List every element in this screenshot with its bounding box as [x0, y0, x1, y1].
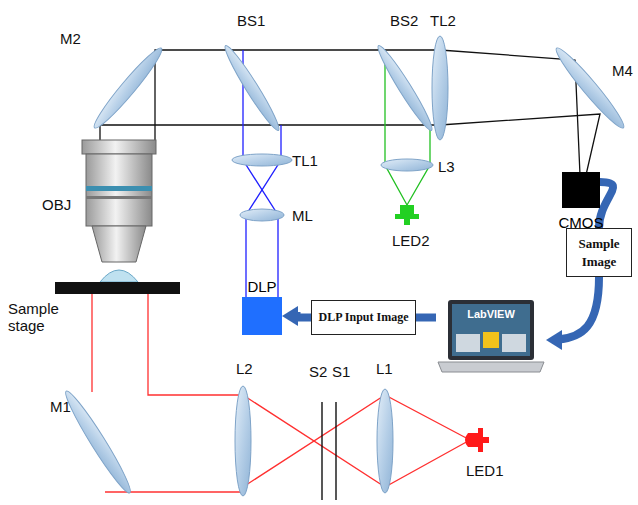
part-label: L2 [236, 360, 253, 377]
part-label: TL2 [430, 12, 456, 29]
laptop-base [438, 362, 544, 372]
camera-body [562, 172, 600, 208]
part-label: M4 [612, 62, 633, 79]
part-label: L1 [376, 360, 393, 377]
laptop-screen [452, 304, 530, 356]
part-label: OBJ [42, 196, 71, 213]
arrow-head [546, 330, 562, 350]
part-label: ML [292, 207, 313, 224]
led-symbol [465, 428, 489, 452]
laptop-lid [448, 300, 534, 360]
slit [322, 402, 336, 500]
part-label: M1 [50, 398, 71, 415]
lens [377, 389, 393, 493]
objective [82, 140, 156, 282]
mirror [551, 44, 629, 133]
part-label: LED1 [466, 462, 504, 479]
imaging-beam [100, 50, 600, 175]
part-label: Sample stage [8, 300, 80, 335]
node-text: DLP [236, 278, 288, 295]
arrow-head [282, 306, 298, 326]
mirror [60, 387, 135, 496]
lens [432, 36, 448, 140]
beam-splitter [220, 42, 283, 133]
lens [235, 386, 251, 496]
node-text: DLP Input Image [317, 310, 410, 325]
labview-icon [483, 332, 499, 348]
flow-arrow [546, 277, 599, 340]
dlp-chip [242, 297, 282, 335]
part-label: TL1 [292, 152, 318, 169]
screen-window [502, 334, 526, 352]
flow-arrow [416, 314, 436, 322]
laptop: LabVIEW [436, 298, 546, 378]
part-label: L3 [438, 158, 455, 175]
cmos-camera: CMOS [548, 172, 614, 231]
node-text: LabVIEW [452, 308, 530, 320]
part-label: M2 [60, 30, 81, 47]
image-box: Sample Image [566, 228, 632, 277]
part-label: BS1 [237, 12, 265, 29]
part-label: S2 [309, 363, 327, 380]
node-text: Sample Image [570, 235, 628, 270]
lens [232, 154, 292, 166]
image-box: DLP Input Image [311, 300, 416, 335]
dlp-device: DLP [236, 278, 288, 335]
beam-splitter [373, 42, 436, 133]
part-label: S1 [332, 363, 350, 380]
part-label: LED2 [392, 232, 430, 249]
screen-window [456, 334, 480, 352]
part-label: BS2 [390, 12, 418, 29]
lens [240, 209, 284, 221]
lens [381, 159, 433, 171]
led1-beam [92, 294, 470, 492]
sample-stage [55, 282, 180, 294]
mirror [89, 44, 167, 133]
led-symbol [395, 205, 419, 225]
